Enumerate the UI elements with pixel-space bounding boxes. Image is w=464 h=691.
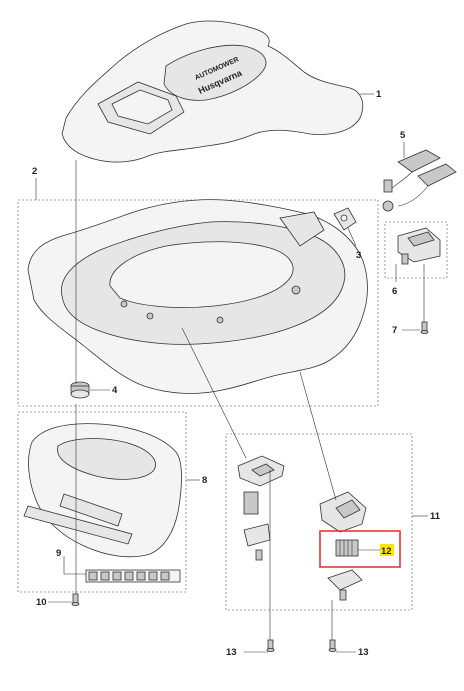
group-box-sensor-kit	[225, 433, 413, 611]
callout-13-left: 13	[226, 647, 237, 658]
callout-2: 2	[32, 166, 37, 177]
callout-10: 10	[36, 597, 47, 608]
screw-part-10[interactable]	[71, 593, 80, 607]
leader-lines	[35, 93, 428, 653]
callout-8: 8	[202, 475, 207, 486]
sensor-mount-right-part[interactable]	[319, 491, 367, 601]
callout-13-right: 13	[358, 647, 369, 658]
screw-part-7[interactable]	[420, 321, 429, 334]
screw-part-13a[interactable]	[266, 639, 275, 653]
sensor-mount-left-part[interactable]	[237, 455, 285, 561]
callout-3: 3	[356, 250, 361, 261]
highlight-label-bg	[380, 544, 394, 556]
callout-9: 9	[56, 548, 61, 559]
contact-housing-part[interactable]	[397, 227, 441, 265]
decal-strip-part[interactable]	[23, 505, 133, 545]
chassis-part[interactable]	[27, 199, 368, 394]
warning-decal	[85, 569, 181, 583]
bracket-part[interactable]	[333, 207, 357, 231]
group-box-front-bumper	[17, 411, 187, 593]
rubber-foot-part[interactable]	[70, 381, 90, 399]
callout-11: 11	[430, 511, 441, 522]
magnet-strip-part[interactable]	[335, 539, 359, 557]
callout-5: 5	[400, 130, 406, 141]
group-box-charging-contacts	[384, 221, 448, 279]
top-cover-part[interactable]: Husqvarna AUTOMOWER	[61, 20, 364, 163]
highlight-box-part-12	[319, 530, 401, 568]
callout-7: 7	[392, 325, 397, 336]
charging-plate-part[interactable]	[382, 149, 457, 212]
callout-4: 4	[112, 385, 118, 396]
callout-1: 1	[376, 89, 382, 100]
callout-6: 6	[392, 286, 397, 297]
callout-12: 12	[381, 546, 392, 557]
screw-part-13b[interactable]	[328, 639, 337, 653]
